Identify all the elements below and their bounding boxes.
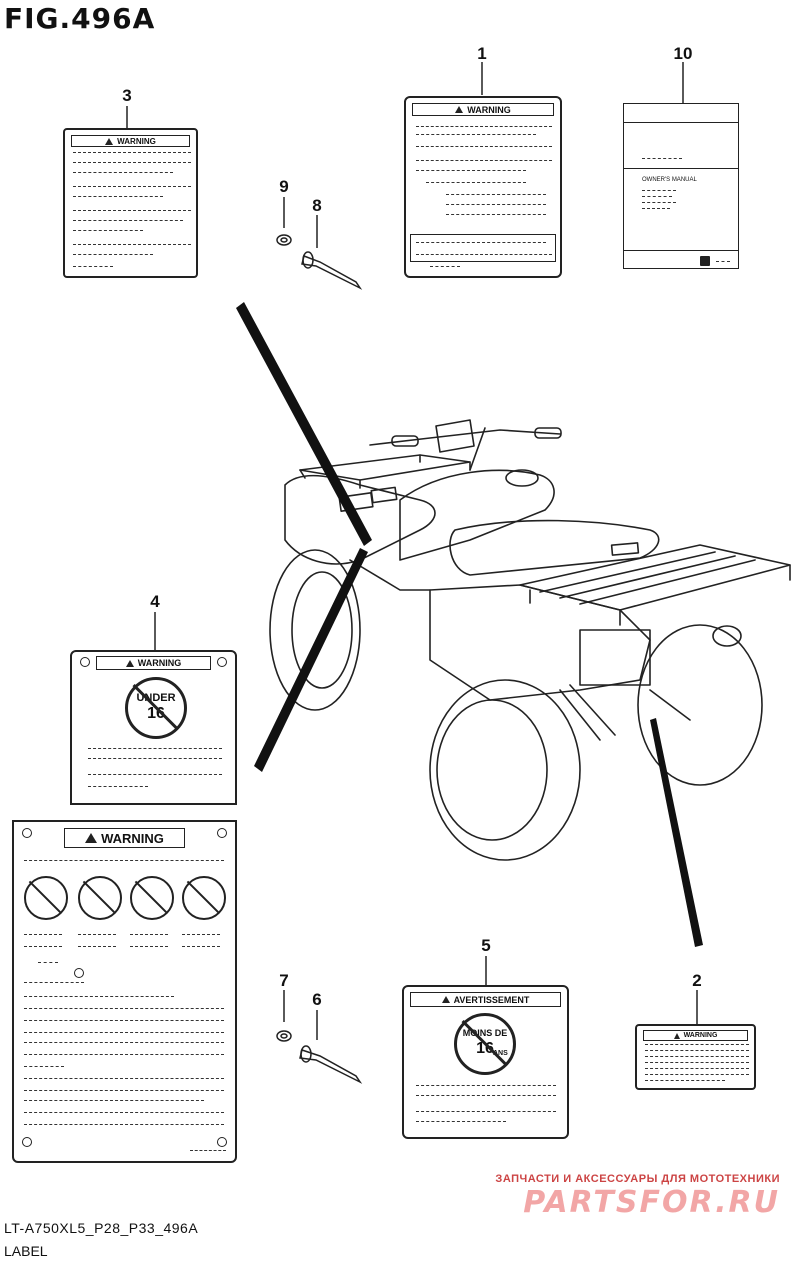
callout-5: 5 <box>481 936 491 955</box>
figure-name: LABEL <box>4 1243 48 1259</box>
warning-triangle-icon <box>85 833 98 843</box>
callout-7: 7 <box>279 971 289 990</box>
callout-2: 2 <box>692 971 702 990</box>
warning-triangle-icon <box>105 137 114 145</box>
label-2-warning-bar: WARNING <box>643 1030 748 1041</box>
model-code: LT-A750XL5_P28_P33_496A <box>4 1220 199 1236</box>
under-16-prohibited-icon: UNDER 16 <box>125 677 187 739</box>
label-4-lower-panel: WARNING <box>12 820 237 1163</box>
callout-10: 10 <box>673 44 693 63</box>
label-3-warning-bar: WARNING <box>71 135 190 147</box>
no-alcohol-drugs-icon <box>182 876 226 920</box>
no-paved-road-icon <box>78 876 122 920</box>
warning-triangle-icon <box>441 996 450 1003</box>
callout-6: 6 <box>312 990 322 1009</box>
label-2-warning: WARNING <box>635 1024 756 1090</box>
label-4-lower-warning-bar: WARNING <box>64 828 185 848</box>
suzuki-logo-icon <box>700 256 710 266</box>
owners-manual-book: OWNER'S MANUAL <box>623 103 739 269</box>
label-5-avertissement: AVERTISSEMENT MOINS DE 16 ANS <box>402 985 569 1139</box>
callout-8: 8 <box>312 196 322 215</box>
moins-de-16-prohibited-icon: MOINS DE 16 ANS <box>454 1013 516 1075</box>
callout-9: 9 <box>279 177 289 196</box>
warning-triangle-icon <box>673 1032 680 1039</box>
figure-title: FIG.496A <box>4 2 156 35</box>
label-5-avertissement-bar: AVERTISSEMENT <box>410 992 561 1007</box>
no-passenger-icon <box>24 876 68 920</box>
label-1-warning: WARNING <box>404 96 562 278</box>
callout-1: 1 <box>477 44 487 63</box>
warning-triangle-icon <box>125 659 134 667</box>
label-4-warning-bar: WARNING <box>96 656 211 670</box>
watermark-tagline: ЗАПЧАСТИ И АКСЕССУАРЫ ДЛЯ МОТОТЕХНИКИ <box>495 1173 780 1185</box>
watermark-brand: PARTSFOR.RU <box>523 1185 780 1220</box>
callout-4: 4 <box>150 592 160 611</box>
warning-triangle-icon <box>455 106 464 113</box>
label-3-warning: WARNING <box>63 128 198 278</box>
callout-3: 3 <box>122 86 132 105</box>
label-1-warning-bar: WARNING <box>412 103 554 116</box>
owners-manual-title: OWNER'S MANUAL <box>642 177 697 183</box>
label-4-upper-panel: WARNING UNDER 16 <box>70 650 237 805</box>
no-stunts-icon <box>130 876 174 920</box>
